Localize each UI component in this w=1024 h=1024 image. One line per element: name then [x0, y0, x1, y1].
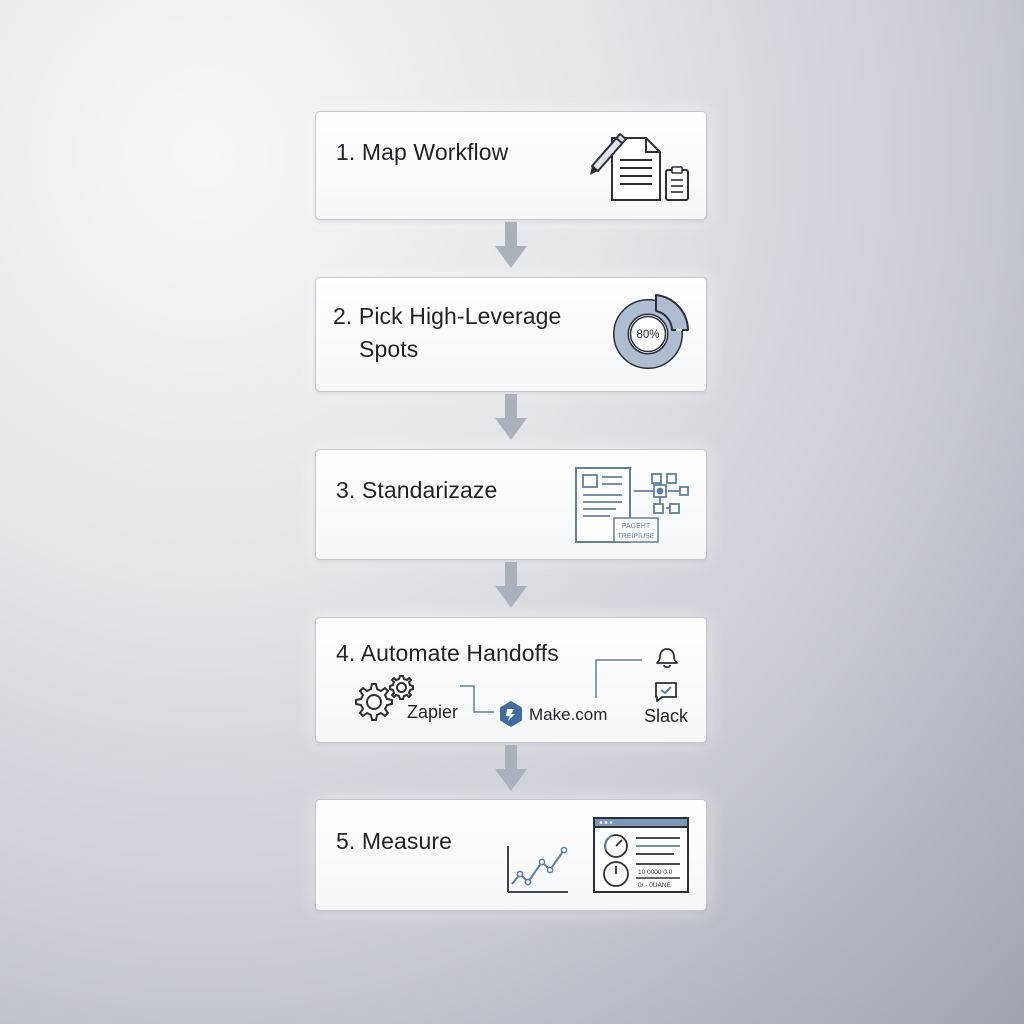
donut-label: 80% — [636, 329, 659, 341]
step-number-1: 1. — [336, 139, 356, 165]
step-number-3: 3. — [336, 477, 356, 503]
tool-label-slack: Slack — [644, 706, 689, 726]
bell-icon — [656, 648, 678, 669]
arrow-down-icon — [495, 745, 527, 791]
pen-icon — [590, 133, 627, 175]
step-card-5: 5. Measure — [315, 799, 707, 911]
dashboard-window-icon: 10 0000 0.0 0/ - 0UANE — [593, 817, 689, 893]
tool-label-zapier: Zapier — [407, 702, 459, 722]
step-label-1: Map Workflow — [361, 139, 509, 165]
template-badge-line2: TREIPIUSE — [618, 533, 655, 540]
step-card-2: 2. Pick High-Leverage Spots 80% — [315, 277, 707, 392]
make-logo-icon — [500, 701, 522, 727]
document-icon — [611, 137, 661, 201]
step-title-4: 4. Automate Handoffs — [336, 637, 559, 670]
arrow-down-icon — [495, 222, 527, 268]
step-number-4: 4. — [336, 640, 356, 666]
clipboard-icon — [665, 166, 689, 201]
donut-chart-icon: 80% — [613, 294, 689, 369]
step-card-4: 4. Automate Handoffs Zapier Make.com — [315, 617, 707, 743]
step-card-3: 3. Standarizaze PAGEHT TREIPIUSE — [315, 449, 707, 560]
step-label-2a: Pick High-Leverage — [358, 303, 562, 329]
map-workflow-icon — [590, 133, 689, 201]
step-title-1: 1. Map Workflow — [336, 136, 508, 169]
step-title-2: 2. Pick High-Leverage Spots — [333, 300, 561, 366]
step-label-3: Standarizaze — [361, 477, 498, 503]
step-label-5: Measure — [361, 828, 453, 854]
step-label-4: Automate Handoffs — [360, 640, 559, 666]
chat-check-icon — [655, 682, 677, 702]
template-badge-line1: PAGEHT — [622, 523, 651, 530]
arrow-down-icon — [495, 394, 527, 440]
step-title-5: 5. Measure — [336, 825, 452, 858]
dashboard-row-2: 0/ - 0UANE — [638, 882, 672, 889]
flow-network-icon — [634, 473, 689, 514]
step-card-1: 1. Map Workflow — [315, 111, 707, 220]
step-number-2: 2. — [333, 303, 353, 329]
arrow-down-icon — [495, 562, 527, 608]
step-number-5: 5. — [336, 828, 356, 854]
standardize-icon: PAGEHT TREIPIUSE — [575, 467, 689, 543]
step-title-3: 3. Standarizaze — [336, 474, 497, 507]
step-label-2b: Spots — [359, 336, 419, 362]
dashboard-row-1: 10 0000 0.0 — [638, 869, 673, 876]
gears-icon — [355, 675, 414, 721]
tool-label-make: Make.com — [529, 705, 608, 724]
connector-lines — [460, 659, 642, 713]
line-chart-icon — [507, 846, 568, 893]
